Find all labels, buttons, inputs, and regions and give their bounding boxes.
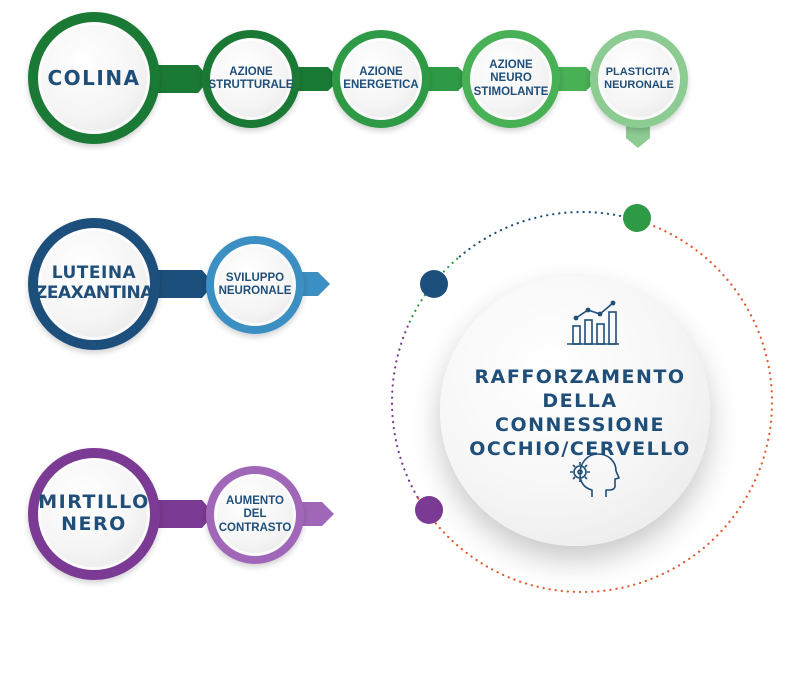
orbit-dot-blue [420, 270, 448, 298]
connector-arrow-luteina [150, 270, 214, 298]
connector-arrow-strutturale [292, 67, 340, 91]
orbit-arc-blue [458, 210, 633, 258]
connector-arrow-mirtillo [150, 500, 214, 528]
orbit-arc-purple [390, 320, 419, 499]
connector-arrow-sviluppo [296, 272, 330, 296]
hub-line-1: RAFFORZAMENTO [474, 366, 686, 388]
hub-line-2: DELLA CONNESSIONE [495, 390, 665, 436]
source-node-colina: COLINA [28, 12, 160, 144]
head-gear-icon [570, 453, 620, 497]
hub-line-3: OCCHIO/CERVELLO [469, 438, 691, 460]
effect-node-plasticita-neuronale: PLASTICITA'NEURONALE [590, 30, 688, 128]
orbit-arc-green [408, 255, 461, 323]
orbit-arc-orange [416, 217, 774, 594]
connector-arrow-plasticita [626, 124, 650, 148]
connector-arrow-neuro [552, 67, 598, 91]
hub-title: RAFFORZAMENTO DELLA CONNESSIONE OCCHIO/C… [455, 365, 705, 461]
connector-arrow-contrasto [296, 502, 334, 526]
orbit-dot-purple [415, 496, 443, 524]
connector-arrow-colina [150, 65, 210, 93]
source-label-colina: COLINA [47, 65, 141, 90]
hub-circle [440, 276, 710, 546]
bar-chart-growth-icon [567, 300, 619, 345]
orbit-dot-green [623, 204, 651, 232]
connector-arrow-energetica [422, 67, 470, 91]
